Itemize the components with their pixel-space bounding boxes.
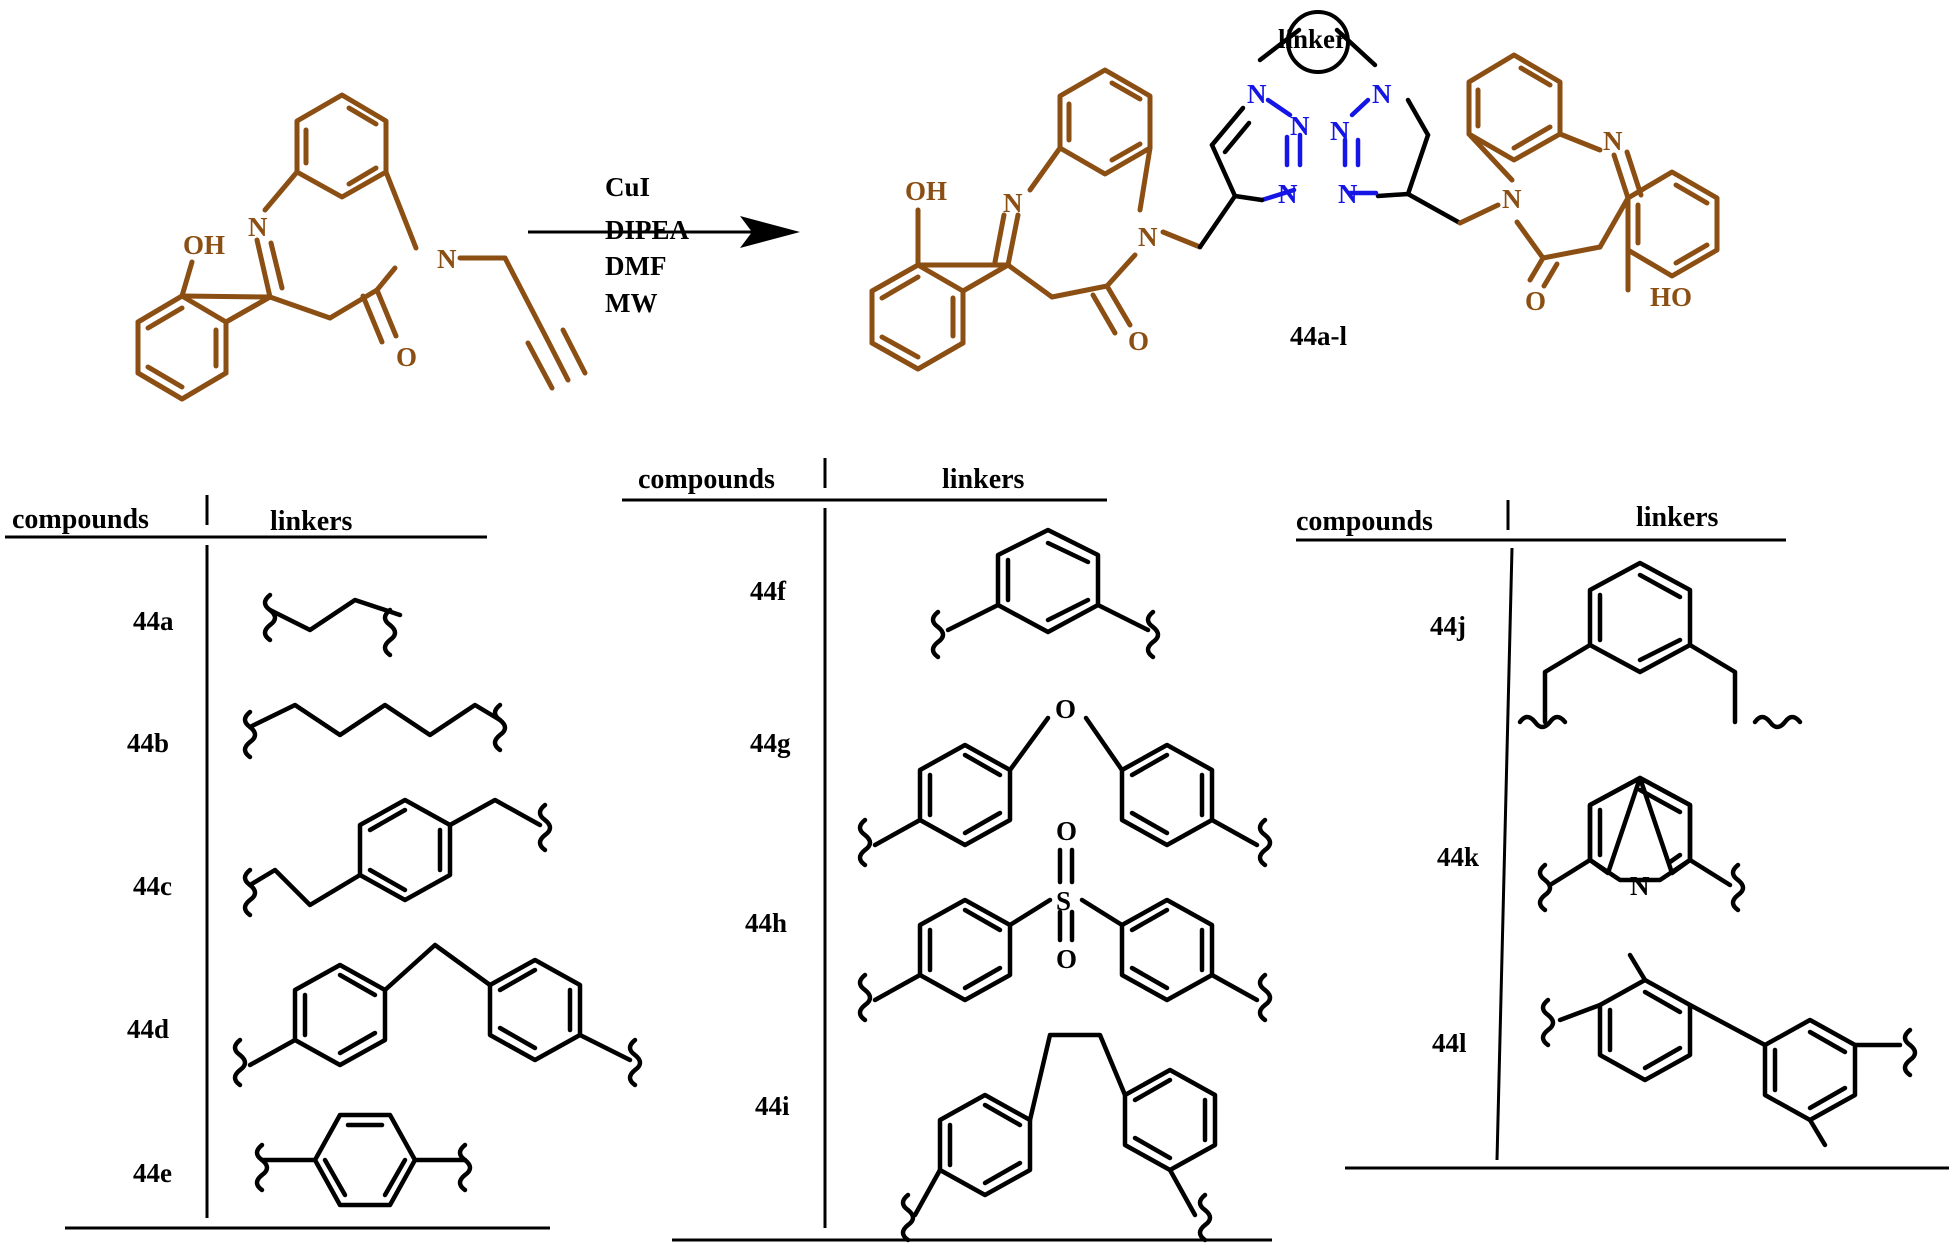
sm-n-imine: N xyxy=(248,212,268,242)
starting-material-structure: N N O OH xyxy=(135,92,588,402)
compound-44k: 44k xyxy=(1437,842,1479,872)
linker-table-1: compounds linkers 44a 44b 44c 44d 44e xyxy=(5,495,643,1230)
product-left-n-imine: N xyxy=(1003,188,1023,218)
linker-44f-structure xyxy=(930,527,1161,660)
linker-44i-structure xyxy=(900,1032,1218,1243)
linker-44l-structure xyxy=(1540,952,1918,1148)
sm-n-amide: N xyxy=(437,244,457,274)
table-2-header-compounds: compounds xyxy=(638,464,775,495)
product-right-triazole-n3: N xyxy=(1338,179,1358,209)
product-left-triazole-n1: N xyxy=(1247,79,1267,109)
linker-44g-structure xyxy=(857,715,1273,868)
compound-44l: 44l xyxy=(1432,1028,1467,1058)
table-2-header-linkers: linkers xyxy=(942,464,1025,495)
compound-44e: 44e xyxy=(133,1158,172,1188)
linker-44k-n: N xyxy=(1630,871,1650,901)
product-left-triazole-n2: N xyxy=(1290,111,1310,141)
compound-44b: 44b xyxy=(127,728,169,758)
compound-44i: 44i xyxy=(755,1091,790,1121)
product-right-carbonyl-o: O xyxy=(1525,286,1546,316)
product-label: 44a-l xyxy=(1290,321,1347,351)
condition-solvent: DMF xyxy=(605,251,666,281)
sm-carbonyl-o: O xyxy=(396,342,417,372)
condition-reagent-1: CuI xyxy=(605,172,650,202)
compound-44a: 44a xyxy=(133,606,174,636)
sm-hydroxyl: OH xyxy=(183,230,225,260)
linker-44h-structure xyxy=(857,847,1273,1023)
product-left-triazole-n3: N xyxy=(1278,179,1298,209)
product-left-carbonyl-o: O xyxy=(1128,326,1149,356)
product-left-n-amide: N xyxy=(1138,222,1158,252)
linker-44e-structure xyxy=(254,1112,473,1208)
linker-44h-o-top: O xyxy=(1056,816,1077,846)
linker-44h-s: S xyxy=(1056,886,1071,916)
compound-44c: 44c xyxy=(133,871,172,901)
linker-table-3: compounds linkers 44j 44k 44l xyxy=(1296,500,1949,1170)
table-3-header-compounds: compounds xyxy=(1296,506,1433,537)
product-structure: N N O OH N N N linker xyxy=(869,10,1720,372)
product-right-triazole-n1: N xyxy=(1372,79,1392,109)
compound-44j: 44j xyxy=(1430,611,1466,641)
linker-44b-structure xyxy=(242,702,508,760)
condition-reagent-2: DIPEA xyxy=(605,215,690,245)
linker-44k-structure xyxy=(1537,775,1746,913)
linker-44d-structure xyxy=(232,942,643,1088)
compound-44f: 44f xyxy=(750,576,787,606)
table-3-header-linkers: linkers xyxy=(1636,502,1719,533)
compound-44d: 44d xyxy=(127,1014,169,1044)
linker-44g-o: O xyxy=(1055,694,1076,724)
table-1-header-linkers: linkers xyxy=(270,506,353,537)
linker-44j-structure xyxy=(1517,560,1803,730)
product-right-hydroxyl: HO xyxy=(1650,282,1692,312)
product-right-n-amide: N xyxy=(1502,184,1522,214)
linker-44h-o-bottom: O xyxy=(1056,944,1077,974)
product-right-triazole-n2: N xyxy=(1330,116,1350,146)
product-left-hydroxyl: OH xyxy=(905,176,947,206)
linker-table-2: compounds linkers 44f 44g 44h 44i xyxy=(622,458,1273,1243)
linker-44c-structure xyxy=(242,797,553,918)
linker-44a-structure xyxy=(262,592,403,658)
product-right-n-imine: N xyxy=(1603,126,1623,156)
reaction-arrow xyxy=(528,216,800,248)
condition-microwave: MW xyxy=(605,288,657,318)
compound-44h: 44h xyxy=(745,908,787,938)
compound-44g: 44g xyxy=(750,728,791,758)
table-1-header-compounds: compounds xyxy=(12,504,149,535)
